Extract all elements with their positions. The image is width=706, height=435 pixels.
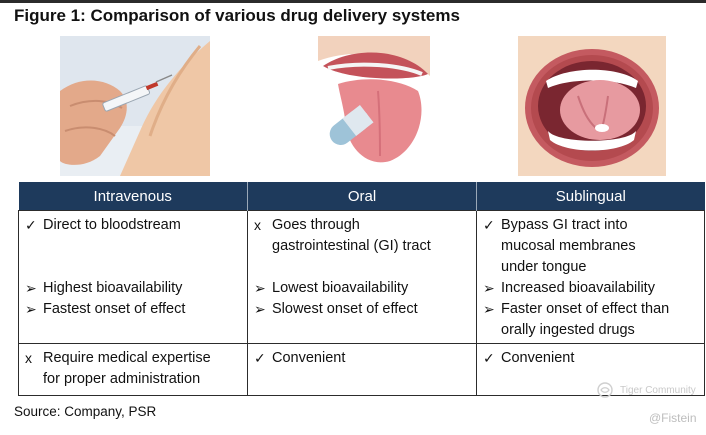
figure-title: Figure 1: Comparison of various drug del…: [14, 6, 460, 25]
list-item: ➢ Highest bioavailability: [25, 278, 241, 299]
cell-sublingual-convenience: ✓ Convenient: [476, 343, 705, 396]
list-item: ➢ Increased bioavailability: [483, 278, 698, 299]
cross-icon: x: [254, 217, 261, 233]
header-sublingual: Sublingual: [476, 182, 705, 211]
header-intravenous: Intravenous: [18, 182, 248, 211]
arrow-bullet-icon: ➢: [254, 280, 266, 296]
comparison-table: Intravenous Oral Sublingual ✓ Direct to …: [18, 182, 705, 396]
source-note: Source: Company, PSR: [14, 404, 157, 419]
tiger-logo-icon: [597, 382, 613, 398]
sublingual-tablet-image: [518, 36, 666, 176]
arrow-bullet-icon: ➢: [254, 301, 266, 317]
watermark: Tiger Community: [596, 381, 706, 399]
list-item: ➢ Fastest onset of effect: [25, 299, 241, 320]
watermark-brand: Tiger Community: [620, 384, 696, 396]
check-icon: ✓: [254, 350, 266, 366]
list-item: ➢ Slowest onset of effect: [254, 299, 470, 320]
list-item: ➢ Lowest bioavailability: [254, 278, 470, 299]
check-icon: ✓: [483, 217, 495, 233]
list-item: ✓ Direct to bloodstream: [25, 215, 241, 236]
check-icon: ✓: [483, 350, 495, 366]
arrow-bullet-icon: ➢: [483, 301, 495, 317]
top-rule: [0, 0, 706, 3]
table-row: ✓ Direct to bloodstream ➢ Highest bioava…: [18, 210, 705, 344]
cross-icon: x: [25, 350, 32, 366]
check-icon: ✓: [25, 217, 37, 233]
header-oral: Oral: [247, 182, 477, 211]
oral-tablet-image: [318, 36, 430, 176]
image-strip: [0, 36, 706, 176]
iv-injection-image: [60, 36, 210, 176]
arrow-bullet-icon: ➢: [25, 301, 37, 317]
list-item: ✓ Convenient: [483, 348, 698, 369]
arrow-bullet-icon: ➢: [483, 280, 495, 296]
list-item: ✓ Convenient: [254, 348, 470, 369]
cell-iv-benefits: ✓ Direct to bloodstream ➢ Highest bioava…: [18, 210, 248, 344]
arrow-bullet-icon: ➢: [25, 280, 37, 296]
watermark-handle: @Fistein: [649, 411, 697, 425]
table-header-row: Intravenous Oral Sublingual: [18, 182, 705, 211]
cell-oral-convenience: ✓ Convenient: [247, 343, 477, 396]
